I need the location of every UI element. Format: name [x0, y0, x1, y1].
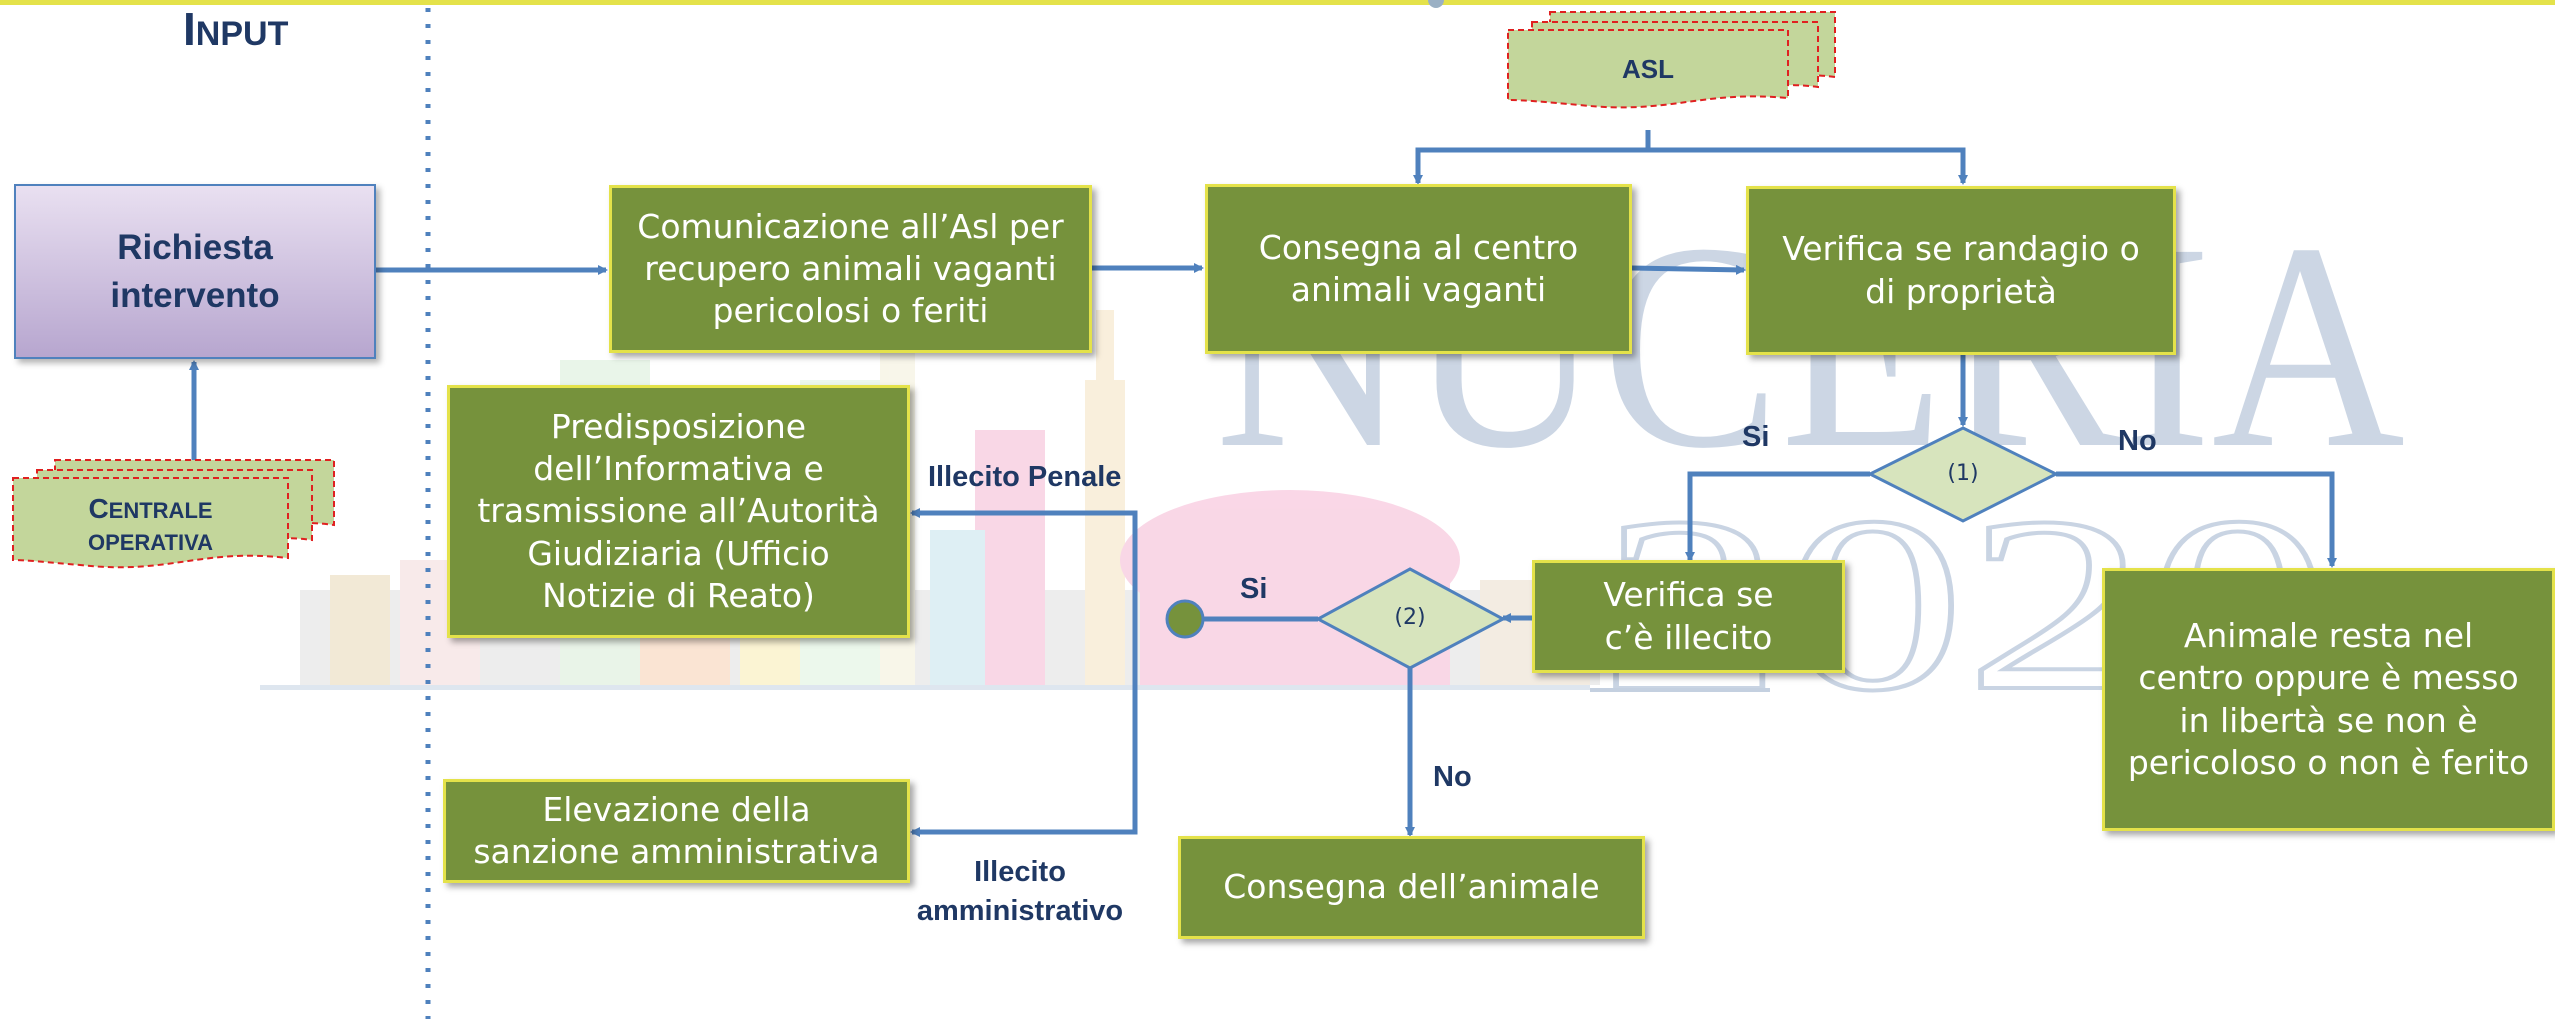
node-animale-resta: Animale resta nel centro oppure è messo … [2102, 568, 2555, 831]
edge-label-no-1: No [2118, 425, 2157, 457]
node-verifica-illecito: Verifica se c’è illecito [1532, 560, 1845, 673]
centrale-operativa-label: CENTRALE OPERATIVA [87, 493, 214, 555]
decision-diamond-2 [1314, 567, 1507, 670]
arrow-d1-no [2056, 471, 2337, 568]
arrow-d1-si [1685, 471, 1870, 562]
junction-dot [1165, 599, 1205, 639]
input-heading: INPUT [183, 3, 289, 55]
node-verifica-randagio: Verifica se randagio o di proprietà [1746, 186, 2176, 355]
asl-document-shape [1507, 11, 1836, 109]
edge-label-si-1: Si [1742, 421, 1770, 453]
decision-diamond-1 [1866, 426, 2060, 523]
node-comunicazione-asl: Comunicazione all’Asl per recupero anima… [609, 185, 1092, 353]
arrow-penale [910, 508, 1138, 619]
asl-label: ASL [1622, 54, 1674, 84]
arrow-amministrativo [910, 619, 1138, 837]
arrow-asl-to-consegna [1413, 130, 1651, 185]
decision-2-label: (2) [1394, 605, 1426, 630]
node-consegna-centro: Consegna al centro animali vaganti [1205, 184, 1632, 354]
arrow-consegna-to-verifica [1631, 264, 1746, 275]
edge-label-illecito-penale: Illecito Penale [928, 461, 1122, 493]
node-predisposizione-informativa: Predisposizione dell’Informativa e trasm… [447, 385, 910, 638]
edge-label-no-2: No [1433, 761, 1472, 793]
arrow-asl-to-verifica [1648, 147, 1968, 185]
edge-label-illecito-amministrativo: Illecito amministrativo [916, 856, 1124, 928]
centrale-document-shape [12, 459, 335, 569]
node-consegna-animale: Consegna dell’animale [1178, 836, 1645, 939]
node-elevazione-sanzione: Elevazione della sanzione amministrativa [443, 779, 910, 883]
top-dot-marker [1428, 0, 1444, 8]
node-richiesta-intervento: Richiesta intervento [14, 184, 376, 359]
top-accent-bar [0, 0, 2555, 5]
edge-label-si-2: Si [1240, 573, 1268, 605]
decision-1-label: (1) [1947, 461, 1979, 486]
